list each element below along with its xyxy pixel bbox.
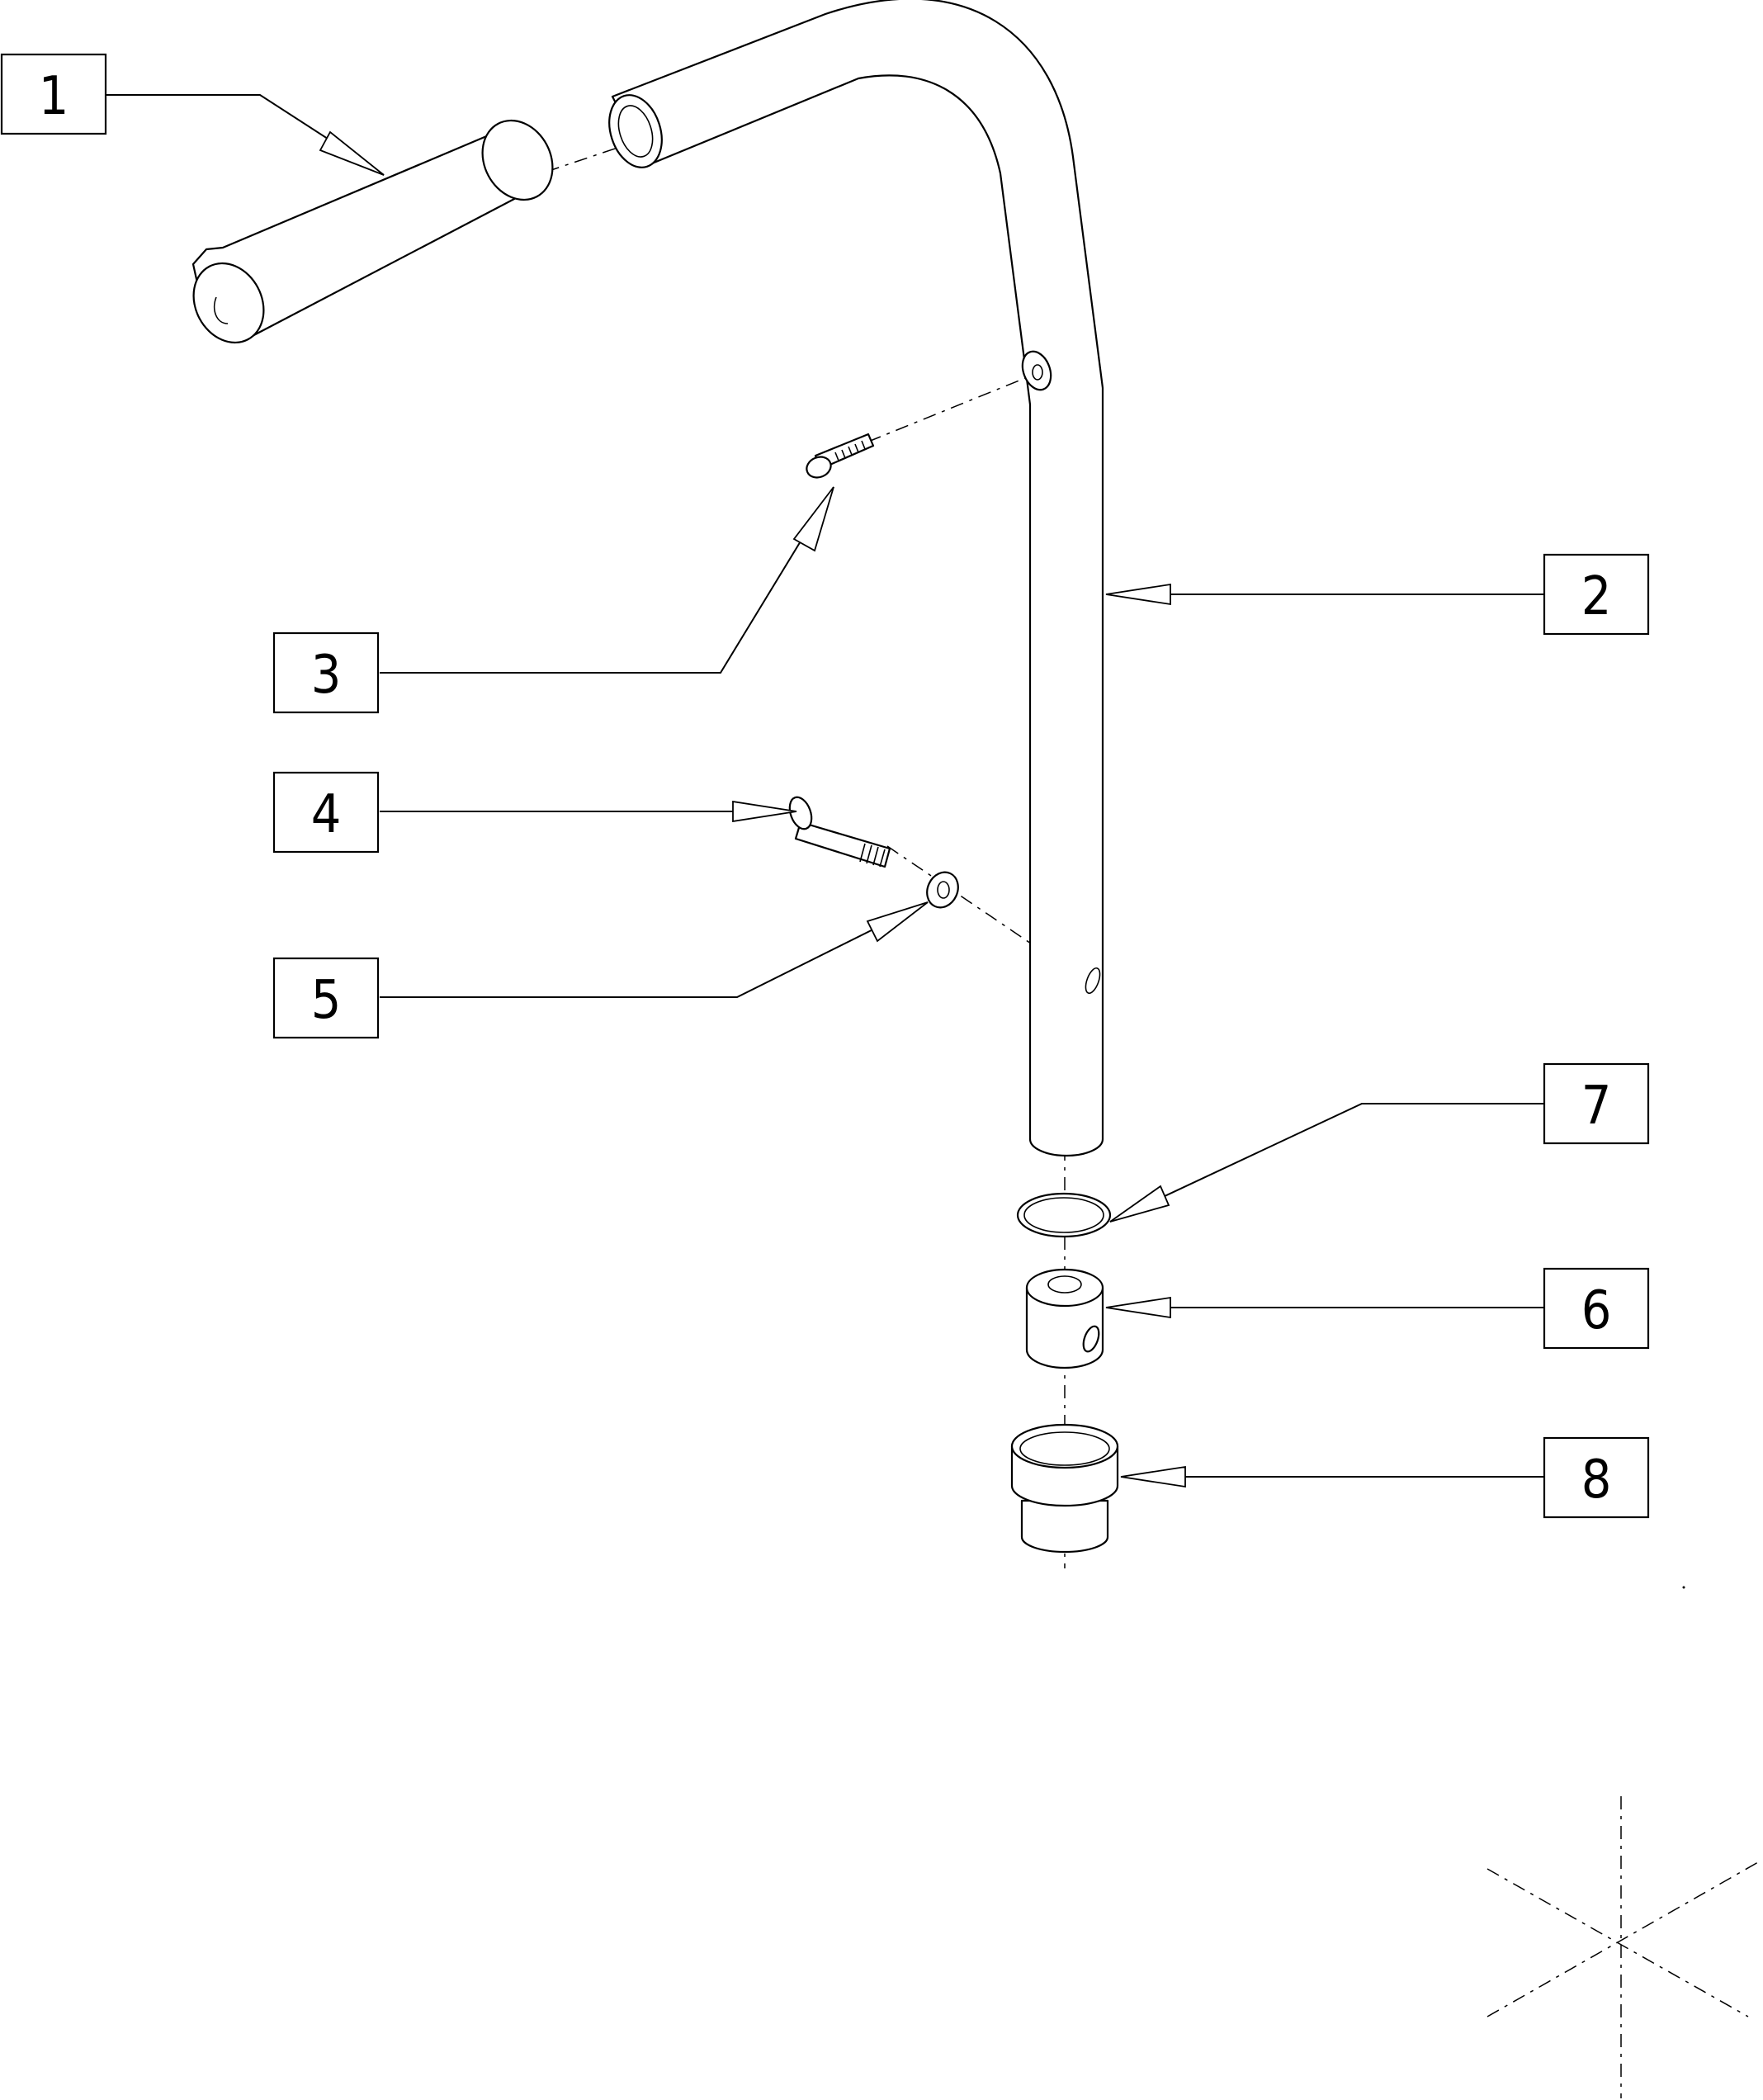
callout-1: 1 xyxy=(0,53,107,135)
axis-screw xyxy=(867,371,1042,442)
screw-head xyxy=(806,456,832,479)
callout-5: 5 xyxy=(272,957,380,1039)
callout-1-label: 1 xyxy=(39,66,69,127)
bolt-head xyxy=(788,796,813,830)
axis-bolt xyxy=(886,845,1034,946)
tube-open-end xyxy=(608,94,663,168)
leader-5 xyxy=(380,901,929,998)
callout-6: 6 xyxy=(1543,1267,1650,1350)
callout-7-label: 7 xyxy=(1581,1076,1612,1137)
handle-tube xyxy=(608,0,1104,1157)
callout-2: 2 xyxy=(1543,553,1650,636)
callout-3: 3 xyxy=(272,631,380,714)
callout-6-label: 6 xyxy=(1581,1280,1612,1341)
callout-8-label: 8 xyxy=(1581,1450,1612,1511)
assembly-axes xyxy=(546,144,1066,1568)
leader-1 xyxy=(106,94,385,176)
collar xyxy=(1025,1268,1104,1369)
callout-5-label: 5 xyxy=(311,970,342,1031)
callout-2-label: 2 xyxy=(1581,566,1612,627)
leader-3 xyxy=(380,486,834,674)
grip xyxy=(191,119,554,344)
callout-7: 7 xyxy=(1543,1062,1650,1145)
shoulder-bolt xyxy=(788,796,891,868)
tube-side-hole xyxy=(1085,967,1101,995)
tube-screw-hole xyxy=(1021,350,1052,391)
leader-lines xyxy=(106,94,1544,1488)
callout-3-label: 3 xyxy=(311,645,342,706)
screw xyxy=(806,433,875,479)
callout-8: 8 xyxy=(1543,1436,1650,1519)
callouts: 1 2 3 4 5 7 6 8 xyxy=(0,53,1650,1519)
o-ring xyxy=(1016,1192,1112,1238)
collar-side-hole xyxy=(1082,1325,1100,1353)
axis-grip xyxy=(546,144,628,173)
washer xyxy=(926,871,959,909)
callout-4: 4 xyxy=(272,771,380,854)
leader-7 xyxy=(1109,1103,1544,1223)
isometric-axes-symbol xyxy=(1486,1796,1759,2098)
socket xyxy=(1010,1423,1119,1554)
stray-dot xyxy=(1682,1586,1685,1589)
callout-4-label: 4 xyxy=(311,784,342,845)
grip-end-cap xyxy=(192,262,265,344)
